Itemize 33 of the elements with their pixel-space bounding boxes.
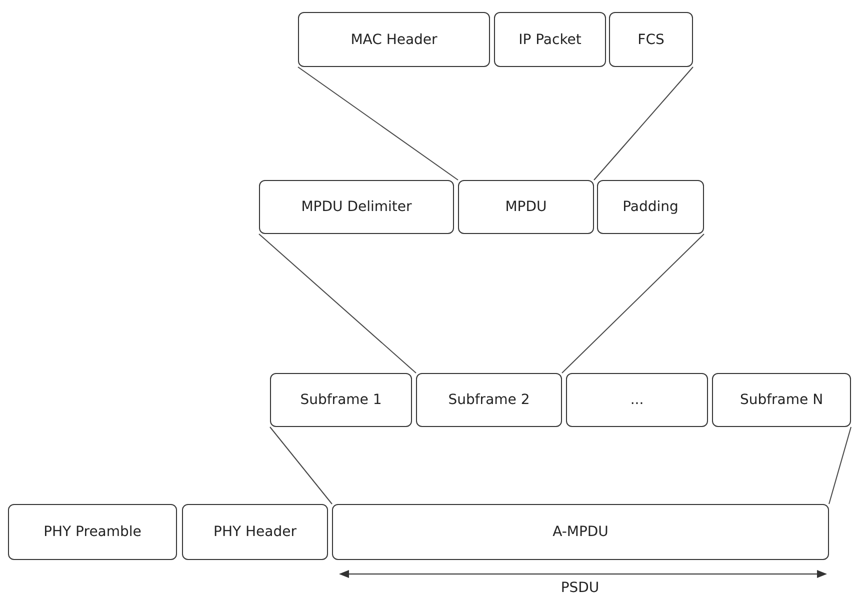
connector-line — [270, 426, 332, 504]
connector-line — [562, 234, 704, 374]
field-label: Subframe 1 — [300, 392, 382, 408]
frame-field-box — [182, 504, 328, 560]
frame-field-box — [332, 504, 829, 560]
frame-field-box — [597, 180, 704, 234]
field-label: ... — [630, 392, 644, 408]
connector-line — [258, 234, 416, 374]
frame-field-box — [458, 180, 594, 234]
connector-line — [594, 66, 694, 180]
frame-field-box — [566, 373, 708, 427]
field-label: MPDU — [505, 199, 547, 215]
field-label: Subframe 2 — [448, 392, 530, 408]
frame-field-box — [609, 12, 693, 67]
field-label: PHY Preamble — [44, 524, 142, 540]
field-label: MPDU Delimiter — [301, 199, 412, 215]
frame-field-box — [270, 373, 412, 427]
field-label: FCS — [638, 32, 664, 48]
frame-field-box — [494, 12, 606, 67]
frame-field-box — [8, 504, 177, 560]
frame-field-box — [416, 373, 562, 427]
field-label: IP Packet — [518, 32, 582, 48]
frame-field-box — [298, 12, 490, 67]
frame-field-box — [712, 373, 851, 427]
dimension-label: PSDU — [560, 580, 600, 596]
field-label: MAC Header — [350, 32, 438, 48]
field-label: PHY Header — [214, 524, 296, 540]
connector-line — [828, 426, 852, 504]
field-label: Subframe N — [740, 392, 824, 408]
frame-field-box — [259, 180, 454, 234]
field-label: A-MPDU — [552, 524, 608, 540]
field-label: Padding — [622, 199, 678, 215]
connector-line — [298, 66, 458, 180]
